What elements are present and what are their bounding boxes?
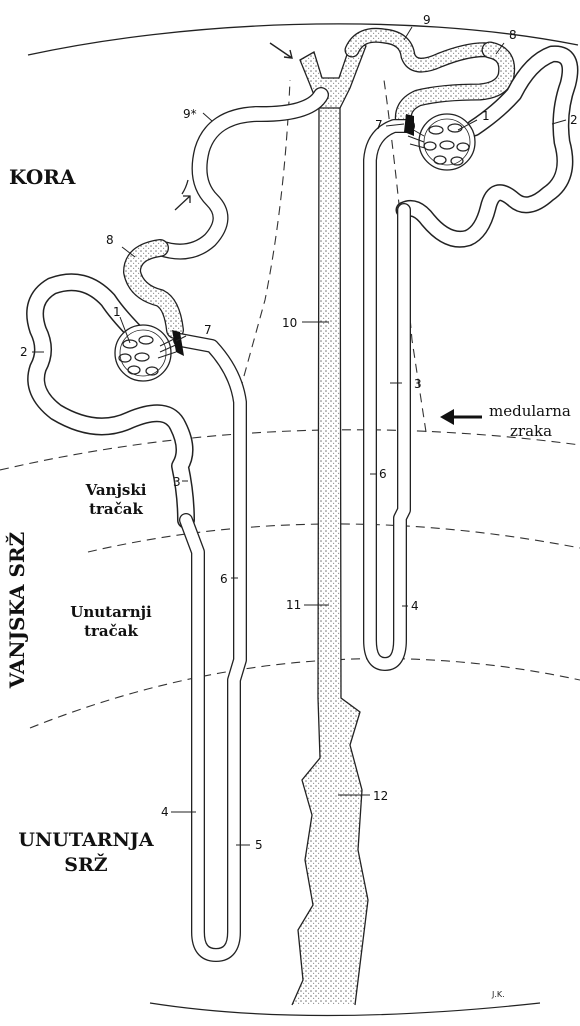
label-2-right: 2 [570, 113, 578, 127]
cortex-medulla-boundary [0, 430, 580, 470]
outer-stripe-line2: tračak [66, 500, 166, 519]
flow-arrow-top [270, 43, 292, 58]
label-9-star: 9* [183, 107, 197, 121]
label-4-right: 4 [411, 599, 419, 613]
short-loop-nephron [352, 35, 570, 664]
inner-stripe-label: Unutarnji tračak [56, 603, 166, 641]
cortex-label: KORA [9, 165, 75, 189]
label-10: 10 [282, 316, 297, 330]
inner-medulla-line2: SRŽ [12, 853, 160, 878]
medullary-ray-label-line1: medularna [489, 402, 571, 420]
label-9: 9 [423, 13, 431, 27]
label-5: 5 [255, 838, 263, 852]
label-12: 12 [373, 789, 388, 803]
label-6-left: 6 [220, 572, 228, 586]
inner-medulla-line1: UNUTARNJA [12, 828, 160, 853]
artist-signature: J.K. [491, 990, 505, 999]
outer-stripe-label: Vanjski tračak [66, 481, 166, 519]
label-3-left: 3 [173, 475, 181, 489]
label-4-left: 4 [161, 805, 169, 819]
label-8-right: 8 [509, 28, 517, 42]
label-1-left: 1 [113, 305, 121, 319]
leader-lines [32, 27, 566, 845]
medullary-ray-boundary-left [236, 80, 290, 405]
glomerulus-right [404, 114, 475, 170]
medullary-ray-label-line2: zraka [510, 422, 552, 440]
collecting-duct [292, 105, 368, 1005]
medullary-ray-arrow [440, 409, 482, 425]
label-2-left: 2 [20, 345, 28, 359]
label-11: 11 [286, 598, 301, 612]
inner-stripe-line2: tračak [56, 622, 166, 641]
outer-medulla-label: VANJSKA SRŽ [5, 532, 29, 689]
glomerulus-left [115, 325, 184, 381]
inner-stripe-line1: Unutarnji [56, 603, 166, 622]
label-3-right: 3 [414, 377, 422, 391]
inner-medulla-label: UNUTARNJA SRŽ [12, 828, 160, 878]
label-7-right: 7 [375, 118, 383, 132]
label-8-left: 8 [106, 233, 114, 247]
flow-arrow-left [175, 180, 190, 210]
outer-stripe-line1: Vanjski [66, 481, 166, 500]
outer-inner-medulla-boundary [30, 659, 580, 728]
label-7-left: 7 [204, 323, 212, 337]
label-1-right: 1 [482, 109, 490, 123]
label-6-right: 6 [379, 467, 387, 481]
